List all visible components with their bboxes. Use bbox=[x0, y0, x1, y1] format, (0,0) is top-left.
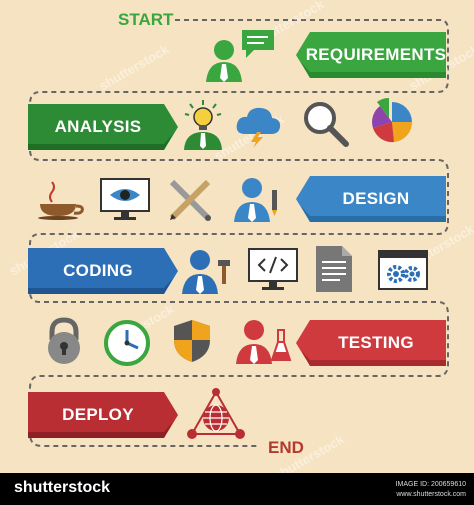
clock-icon bbox=[104, 320, 150, 366]
magnifier-icon bbox=[304, 102, 349, 147]
analysis-banner-shape bbox=[28, 104, 178, 150]
stage-requirements: REQUIREMENTS bbox=[305, 45, 447, 64]
footer-image-id: IMAGE ID: 200659610 bbox=[395, 481, 466, 488]
dashed-flow-path bbox=[29, 19, 449, 447]
deploy-banner-shape bbox=[28, 392, 178, 438]
testing-banner-shape bbox=[296, 320, 446, 366]
stage-deploy: DEPLOY bbox=[62, 405, 134, 424]
person-flask-icon bbox=[236, 320, 292, 364]
lightbulb-person-icon bbox=[184, 100, 222, 150]
coffee-cup-icon bbox=[38, 181, 84, 220]
shield-icon bbox=[174, 320, 210, 362]
pie-chart-icon bbox=[372, 98, 413, 143]
infographic-canvas: shutterstock shutterstock shutterstock s… bbox=[6, 0, 474, 473]
stage-design: DESIGN bbox=[342, 189, 410, 208]
person-pencil-icon bbox=[234, 178, 277, 222]
padlock-icon bbox=[48, 317, 80, 364]
end-label: END bbox=[268, 438, 304, 457]
stage-analysis: ANALYSIS bbox=[54, 117, 142, 136]
document-icon bbox=[316, 246, 352, 292]
person-speech-icon bbox=[206, 30, 274, 82]
footer-brand: shutterstock bbox=[14, 479, 111, 496]
stage-testing: TESTING bbox=[338, 333, 414, 352]
start-label: START bbox=[118, 10, 174, 29]
design-banner-shape bbox=[296, 176, 446, 222]
footer-site: www.shutterstock.com bbox=[396, 491, 466, 498]
network-pyramid-icon bbox=[187, 388, 245, 439]
pencil-brush-icon bbox=[169, 179, 211, 221]
cloud-lightning-icon bbox=[236, 107, 281, 148]
stage-coding: CODING bbox=[63, 261, 133, 280]
monitor-code-icon bbox=[248, 248, 298, 290]
requirements-banner-shape bbox=[296, 32, 446, 78]
browser-gears-icon bbox=[378, 250, 428, 290]
stock-footer: shutterstock IMAGE ID: 200659610 www.shu… bbox=[0, 473, 474, 505]
footer-meta: IMAGE ID: 200659610 www.shutterstock.com bbox=[396, 480, 466, 500]
coding-banner-shape bbox=[28, 248, 178, 294]
monitor-eye-icon bbox=[100, 178, 150, 220]
person-hammer-icon bbox=[182, 250, 230, 294]
